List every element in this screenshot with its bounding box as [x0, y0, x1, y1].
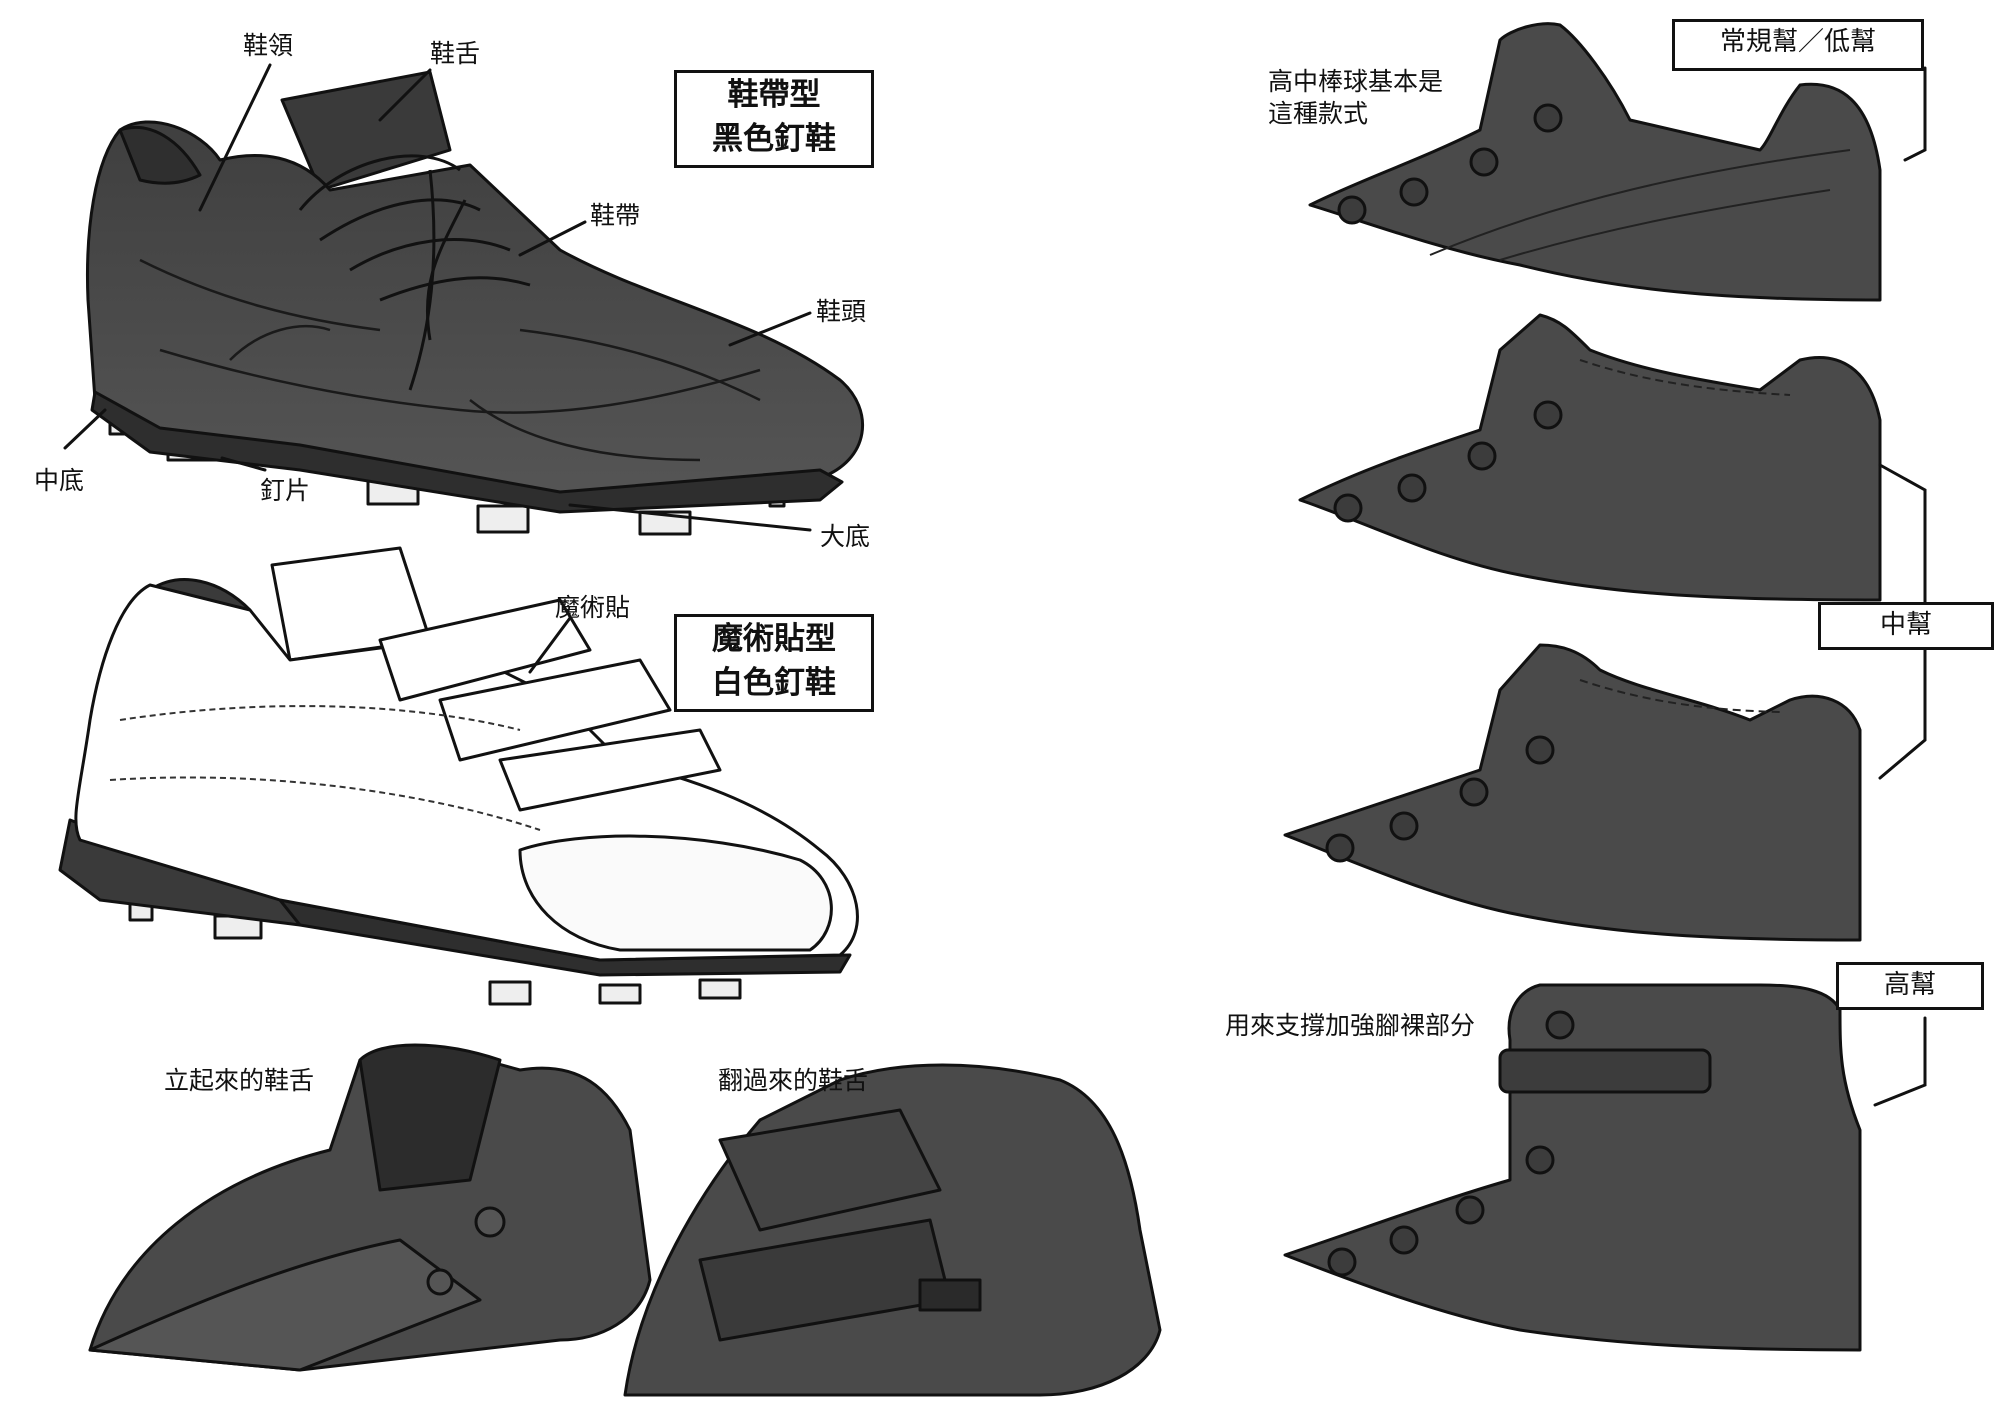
velcro-type-title-box: 魔術貼型 白色釘鞋 — [674, 614, 874, 712]
toe-box-label: 鞋頭 — [816, 297, 867, 326]
raised-tongue-label: 立起來的鞋舌 — [164, 1066, 315, 1095]
low-top-label-box: 常規幫／低幫 — [1672, 19, 1924, 71]
folded-tongue-shoe-drawing — [623, 1063, 1162, 1397]
black-lace-cleat-drawing — [86, 70, 864, 536]
raised-tongue-shoe-drawing — [88, 1043, 652, 1372]
laces-label: 鞋帶 — [590, 201, 641, 230]
collar-label: 鞋領 — [243, 31, 294, 60]
height-comparison-shoes — [1283, 22, 1882, 1352]
lace-type-title-box: 鞋帶型 黑色釘鞋 — [674, 70, 874, 168]
tongue-label: 鞋舌 — [430, 39, 481, 68]
mid-top-label-box: 中幫 — [1818, 602, 1994, 650]
velcro-label: 魔術貼 — [555, 593, 631, 622]
outsole-label: 大底 — [820, 522, 871, 551]
high-top-note: 用來支撐加強腳裸部分 — [1225, 1011, 1476, 1040]
high-top-shoe — [1283, 983, 1862, 1352]
spike-plate-label: 釘片 — [260, 476, 311, 505]
low-top-note: 高中棒球基本是 這種款式 — [1268, 67, 1444, 128]
low-top-shoe — [1308, 22, 1882, 302]
high-top-label-box: 高幫 — [1836, 962, 1984, 1010]
white-velcro-cleat-drawing — [58, 546, 859, 1006]
folded-tongue-label: 翻過來的鞋舌 — [718, 1066, 869, 1095]
mid-top-shoe-2 — [1283, 643, 1862, 942]
mid-top-shoe-1 — [1298, 313, 1882, 602]
midsole-label: 中底 — [34, 466, 85, 495]
